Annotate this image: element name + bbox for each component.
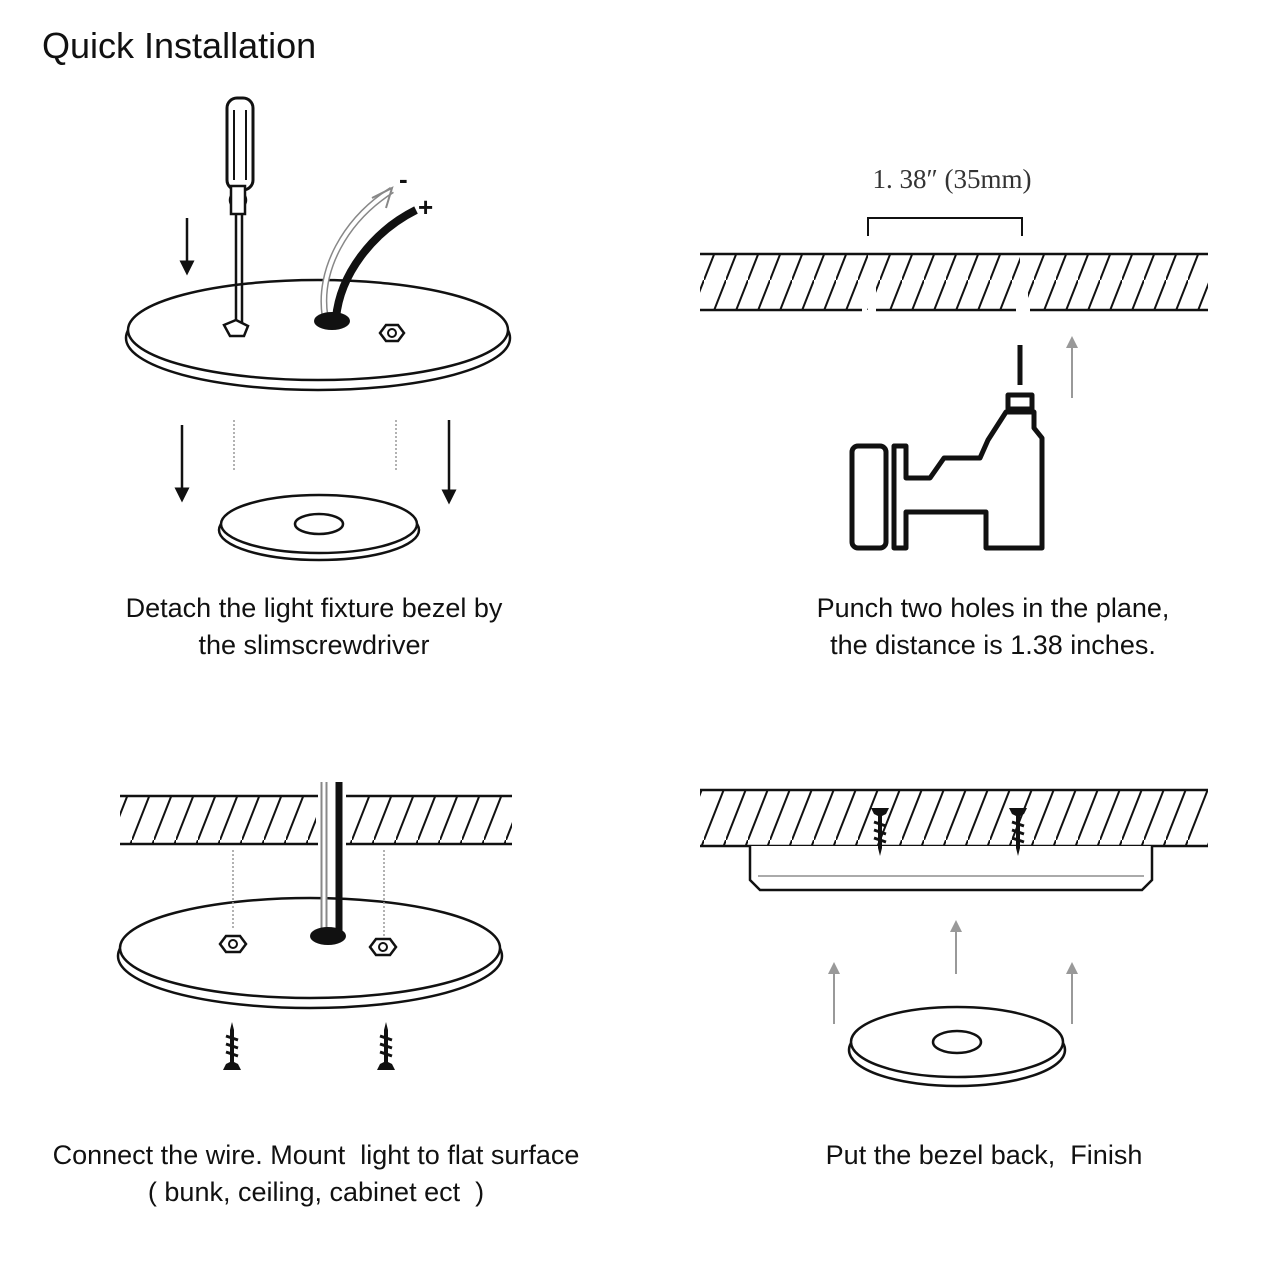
step2-illustration: 1. 38″ (35mm) [700, 164, 1208, 551]
step1-line1: Detach the light fixture bezel by [125, 593, 503, 623]
step3-caption: Connect the wire. Mount light to flat su… [53, 1137, 580, 1211]
negative-label: - [399, 164, 408, 194]
step1-caption: Detach the light fixture bezel by the sl… [126, 590, 503, 664]
mounted-fixture [748, 846, 1154, 892]
screw-icon [221, 1020, 243, 1072]
step4-illustration [700, 788, 1208, 1088]
step2-line2: the distance is 1.38 inches. [830, 630, 1156, 660]
screwdriver-icon [222, 96, 255, 338]
step3-line1: Connect the wire. Mount light to flat su… [52, 1140, 580, 1170]
screw-icon [375, 1020, 397, 1072]
drill-icon [849, 345, 1045, 551]
step3-illustration [116, 782, 512, 1072]
step4-line1: Put the bezel back, Finish [825, 1140, 1143, 1170]
page-title: Quick Installation [42, 25, 317, 66]
step2-caption: Punch two holes in the plane, the distan… [817, 590, 1170, 664]
positive-label: + [418, 192, 433, 222]
step4-caption: Put the bezel back, Finish [826, 1137, 1143, 1174]
step1-line2: the slimscrewdriver [198, 630, 430, 660]
step2-line1: Punch two holes in the plane, [816, 593, 1170, 623]
dimension-label: 1. 38″ (35mm) [873, 164, 1032, 194]
step1-illustration: - + [124, 96, 512, 562]
step3-line2: ( bunk, ceiling, cabinet ect ) [147, 1177, 485, 1207]
